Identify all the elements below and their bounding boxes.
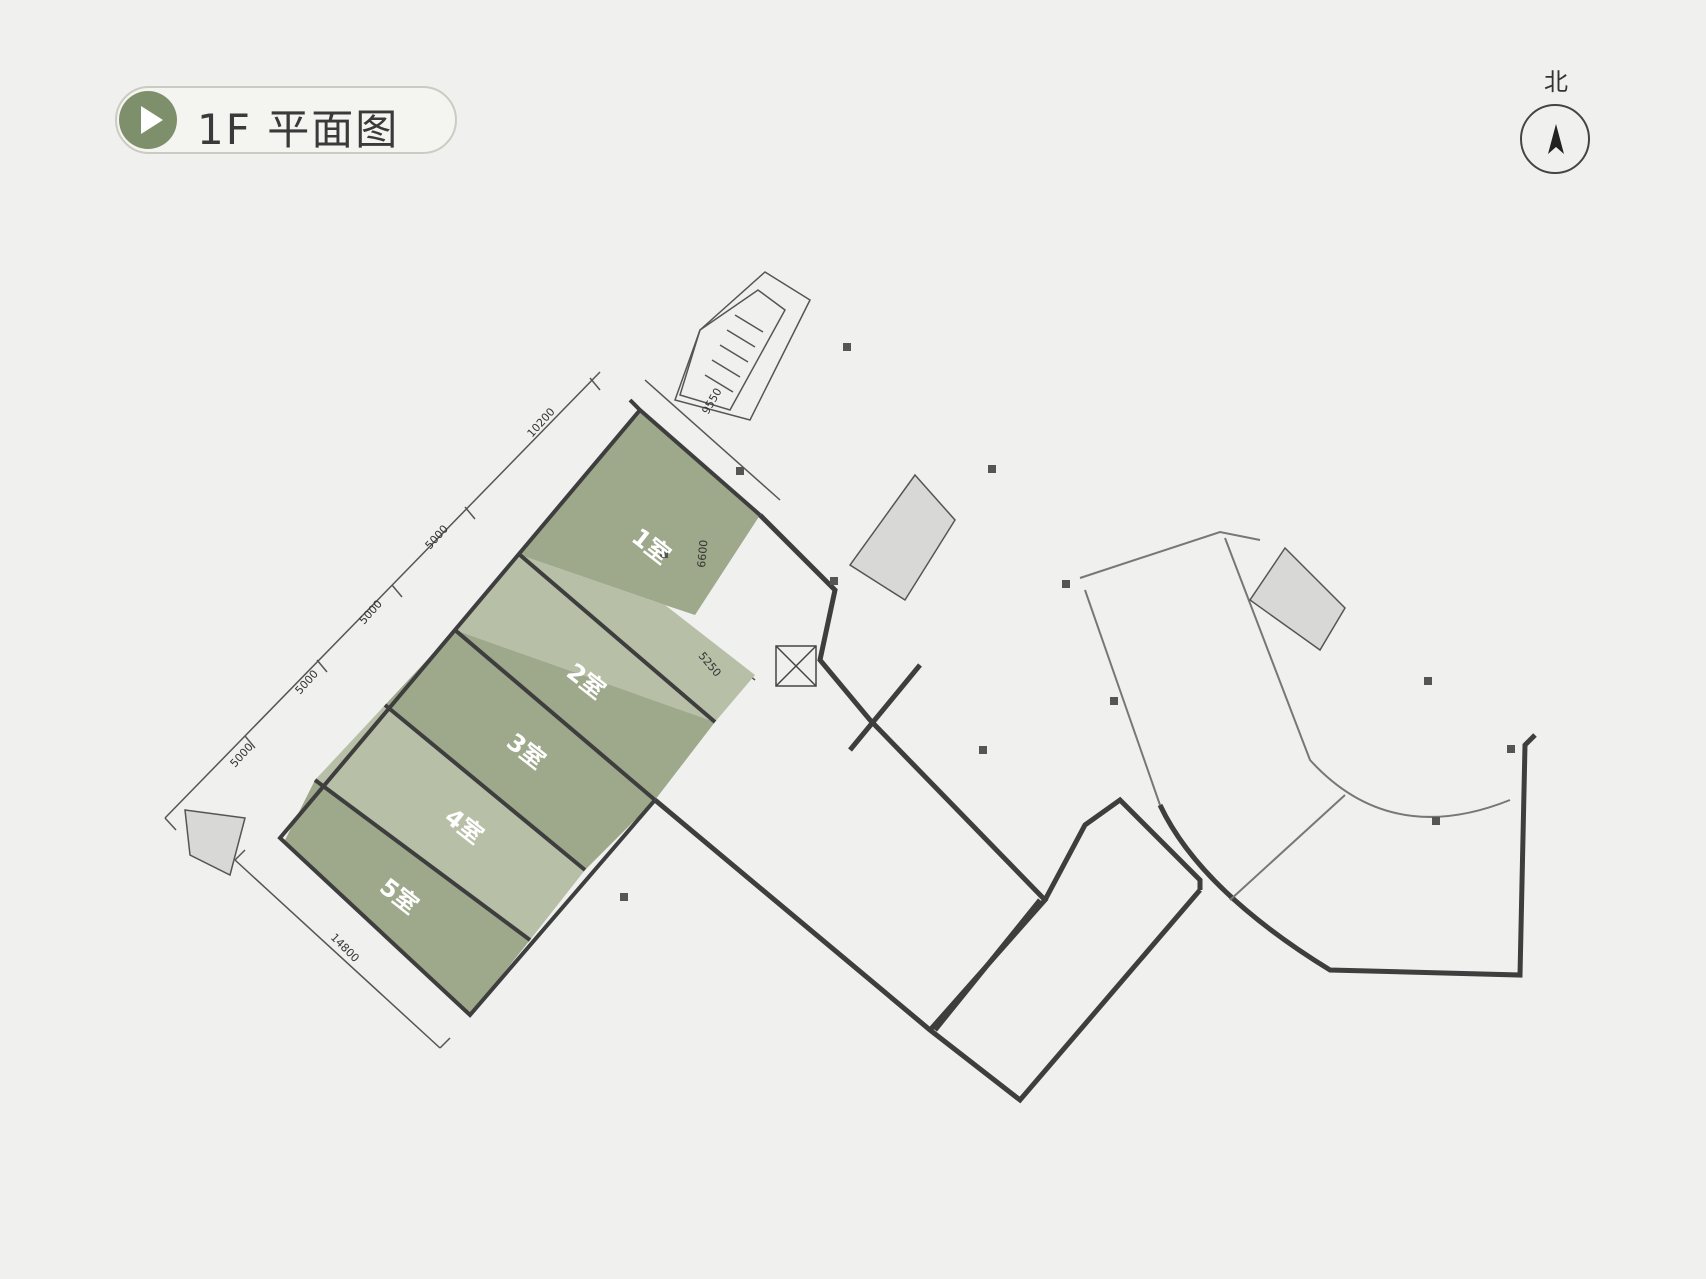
curved-wall	[1157, 733, 1537, 978]
partition-wall	[453, 628, 657, 802]
dimension-label: 6600	[695, 539, 710, 568]
room-3-area	[385, 630, 715, 870]
building-outer-wall	[758, 513, 1049, 1032]
dimension-label: 10200	[525, 405, 558, 440]
outer-wall	[277, 408, 657, 1018]
compass: 北	[1520, 62, 1592, 192]
title-badge: 1F 平面图	[115, 86, 457, 154]
room-1-area	[520, 410, 760, 615]
dimension-label: 5000	[293, 668, 321, 698]
compass-label: 北	[1544, 68, 1568, 96]
room-5-area	[285, 780, 530, 1015]
partition-wall	[518, 553, 717, 724]
north-arrow-icon	[1520, 104, 1590, 174]
play-icon	[119, 91, 177, 149]
unit-block	[285, 410, 760, 1015]
dimension-line	[164, 371, 601, 819]
staircase-east	[184, 473, 1346, 877]
staircase-north	[674, 271, 811, 421]
partition-wall	[383, 703, 587, 872]
dimension-label: 5000	[423, 523, 451, 553]
dimension-label: 5000	[357, 598, 385, 628]
building-outer-wall	[653, 798, 1202, 1104]
structural-columns	[620, 343, 1515, 901]
page-title: 1F 平面图	[197, 105, 400, 154]
room-4-area	[315, 705, 585, 940]
dimension-line	[234, 859, 441, 1049]
dimension-line	[644, 379, 781, 501]
partition-wall	[313, 778, 532, 942]
room-2-area	[455, 555, 755, 722]
building-outer-wall	[1042, 796, 1203, 902]
elevator	[775, 645, 817, 687]
